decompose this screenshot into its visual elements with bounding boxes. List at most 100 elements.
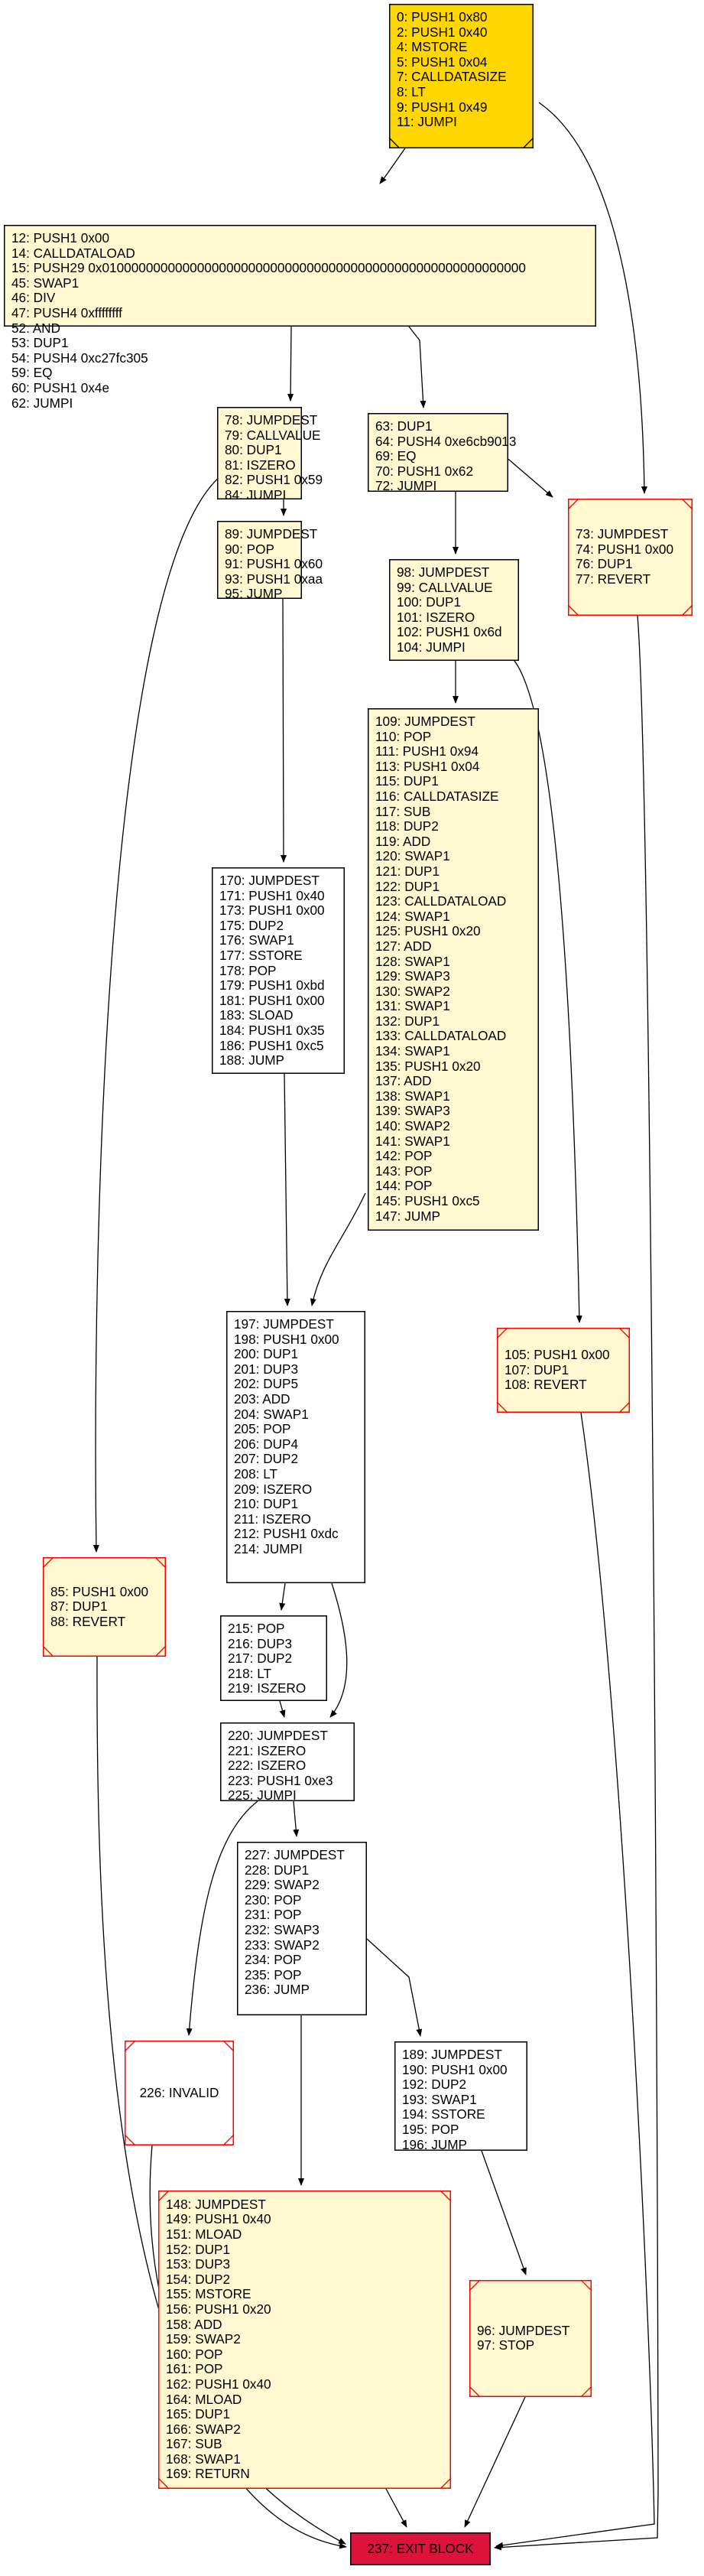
edge-12-to-63 (408, 326, 427, 408)
instruction-line: 192: DUP2 (402, 2077, 467, 2093)
basic-block-226: 226: INVALID (124, 2040, 235, 2146)
instruction-line: 219: ISZERO (228, 1680, 307, 1696)
instruction-line: 184: PUSH1 0x35 (219, 1022, 325, 1038)
instruction-line: 63: DUP1 (375, 418, 433, 434)
instruction-line: 53: DUP1 (11, 335, 69, 351)
instruction-line: 125: PUSH1 0x20 (375, 923, 481, 939)
block-outline (469, 2279, 592, 2398)
instruction-line: 15: PUSH29 0x010000000000000000000000000… (11, 260, 526, 276)
instruction-line: 167: SUB (166, 2436, 222, 2452)
instruction-line: 4: MSTORE (397, 39, 468, 55)
instruction-line: 220: JUMPDEST (228, 1728, 328, 1743)
instruction-line: 127: ADD (375, 938, 432, 954)
instruction-line: 131: SWAP1 (375, 998, 450, 1014)
instruction-line: 208: LT (234, 1465, 278, 1482)
instruction-line: 207: DUP2 (234, 1451, 299, 1467)
instruction-line: 88: REVERT (50, 1613, 126, 1629)
instruction-line: 138: SWAP1 (375, 1088, 450, 1104)
instruction-line: 2: PUSH1 0x40 (397, 24, 488, 40)
instruction-line: 228: DUP1 (245, 1862, 310, 1878)
instruction-line: 166: SWAP2 (166, 2421, 241, 2437)
instruction-line: 141: SWAP1 (375, 1133, 450, 1149)
instruction-line: 151: MLOAD (166, 2226, 242, 2242)
instruction-line: 78: JUMPDEST (225, 412, 318, 428)
instruction-line: 149: PUSH1 0x40 (166, 2211, 271, 2227)
instruction-line: 14: CALLDATALOAD (11, 245, 135, 261)
instruction-line: 140: SWAP2 (375, 1118, 450, 1134)
instruction-line: 176: SWAP1 (219, 932, 294, 948)
instruction-line: 196: JUMP (402, 2136, 468, 2152)
instruction-line: 204: SWAP1 (234, 1406, 309, 1422)
edge-73-to-237 (494, 615, 659, 2551)
instruction-line: 137: ADD (375, 1073, 432, 1089)
instruction-line: 222: ISZERO (228, 1758, 307, 1774)
instruction-line: 134: SWAP1 (375, 1043, 450, 1059)
edge-85-to-237 (96, 1656, 347, 2549)
instruction-line: 195: POP (402, 2121, 459, 2137)
block-outline (212, 867, 345, 1074)
instruction-line: 170: JUMPDEST (219, 873, 320, 888)
instruction-line: 209: ISZERO (234, 1481, 313, 1497)
instruction-line: 211: ISZERO (234, 1511, 311, 1527)
instruction-line: 194: SSTORE (402, 2106, 485, 2122)
instruction-line: 200: DUP1 (234, 1346, 299, 1362)
instruction-line: 144: POP (375, 1178, 433, 1194)
instruction-line: 7: CALLDATASIZE (397, 69, 507, 85)
instruction-line: 233: SWAP2 (245, 1937, 320, 1953)
edge-12-to-78 (287, 326, 294, 402)
instruction-line: 130: SWAP2 (375, 983, 450, 999)
instruction-line: 98: JUMPDEST (397, 564, 490, 580)
instruction-line: 142: POP (375, 1148, 433, 1164)
instruction-line: 186: PUSH1 0xc5 (219, 1037, 324, 1053)
instruction-line: 193: SWAP1 (402, 2091, 477, 2107)
instruction-line: 120: SWAP1 (375, 848, 450, 864)
instruction-line: 156: PUSH1 0x20 (166, 2301, 271, 2317)
instruction-line: 121: DUP1 (375, 863, 440, 879)
instruction-line: 162: PUSH1 0x40 (166, 2376, 271, 2392)
instruction-line: 108: REVERT (504, 1377, 587, 1393)
instruction-line: 5: PUSH1 0x04 (397, 54, 488, 70)
instruction-line: 60: PUSH1 0x4e (11, 379, 110, 395)
basic-block-237: 237: EXIT BLOCK (350, 2532, 491, 2565)
edge-78-to-85 (92, 470, 228, 1553)
instruction-line: 236: JUMP (245, 1982, 310, 1998)
instruction-line: 109: JUMPDEST (375, 714, 475, 729)
instruction-line: 119: ADD (375, 833, 431, 849)
instruction-line: 158: ADD (166, 2316, 222, 2332)
instruction-line: 101: ISZERO (397, 609, 475, 625)
instruction-line: 122: DUP1 (375, 878, 440, 894)
edge-89-to-170 (280, 598, 287, 863)
instruction-line: 143: POP (375, 1163, 433, 1179)
instruction-line: 79: CALLVALUE (225, 427, 321, 443)
instruction-line: 155: MSTORE (166, 2286, 251, 2302)
instruction-line: 124: SWAP1 (375, 908, 450, 924)
instruction-line: 102: PUSH1 0x6d (397, 624, 502, 640)
instruction-line: 87: DUP1 (50, 1599, 108, 1615)
instruction-line: 12: PUSH1 0x00 (11, 230, 110, 246)
instruction-line: 201: DUP3 (234, 1361, 299, 1377)
instruction-line: 171: PUSH1 0x40 (219, 887, 325, 903)
instruction-line: 198: PUSH1 0x00 (234, 1331, 339, 1347)
instruction-line: 177: SSTORE (219, 947, 303, 963)
instruction-line: 165: DUP1 (166, 2406, 231, 2422)
instruction-line: 89: JUMPDEST (225, 526, 318, 542)
block-outline (388, 4, 534, 149)
instruction-line: 168: SWAP1 (166, 2451, 241, 2467)
instruction-line: 73: JUMPDEST (576, 526, 669, 542)
instruction-line: 237: EXIT BLOCK (367, 2540, 474, 2556)
block-outline (220, 1615, 327, 1701)
block-outline (496, 1327, 631, 1413)
block-outline (368, 708, 539, 1231)
instruction-line: 181: PUSH1 0x00 (219, 992, 325, 1008)
